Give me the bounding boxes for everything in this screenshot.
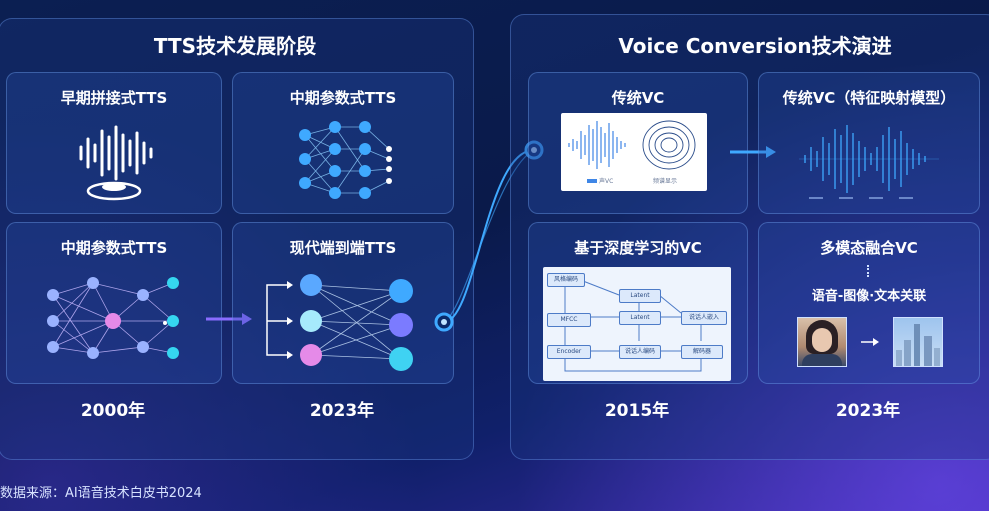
card-title: 早期拼接式TTS [60,89,168,107]
building [934,348,940,366]
vc-card-multimodal: 多模态融合VC 语音-图像·文本关联 [758,222,980,384]
data-source-note: 数据来源：AI语音技术白皮书2024 [0,486,202,501]
card-title: 传统VC [611,89,665,107]
waveform-plot [568,120,696,170]
diagram-box: 说话人嵌入 [681,311,727,325]
vc-section-title: Voice Conversion技术演进 [618,34,892,58]
dotted-connector [867,265,869,277]
diagram-box: MFCC [547,313,591,327]
waveform-image: 声VC 频谱显示 [561,113,707,191]
multimodal-subtitle: 语音-图像·文本关联 [811,289,927,304]
legend-swatch [587,179,597,183]
diagram-box: Latent [619,311,661,325]
diagram-box: 说话人编码 [619,345,661,359]
neural-network-icon [47,277,179,359]
vc-panel [510,14,989,460]
year-label: 2000年 [80,401,146,421]
diagram-box: Encoder [547,345,591,359]
tts-section-title: TTS技术发展阶段 [153,34,317,58]
year-label: 2023年 [309,401,375,421]
diagram-box: 风格编码 [547,273,585,287]
waveform-speaker-icon [79,125,153,201]
building [896,350,902,366]
card-title: 中期参数式TTS [289,89,397,107]
spectrum-waveform [799,125,939,199]
building [914,324,920,366]
legend-label: 频谱显示 [653,178,678,185]
portrait-image [797,317,847,367]
arrow-right-icon [730,146,776,158]
tts-card-parametric-top: 中期参数式TTS [232,72,454,214]
tts-card-parametric-bottom: 中期参数式TTS [6,222,222,384]
card-title: 多模态融合VC [820,239,918,257]
arrow-right-icon [861,338,879,346]
end-to-end-network-icon [266,274,413,371]
vc-card-feature-mapping: 传统VC（特征映射模型） [758,72,980,214]
card-title: 基于深度学习的VC [574,239,702,257]
vc-card-deep-learning: 基于深度学习的VC 风格编码 Latent MFCC Latent 说话人嵌入 … [528,222,748,384]
card-title: 现代端到端TTS [289,239,397,257]
card-title: 中期参数式TTS [60,239,168,257]
tts-card-concatenative: 早期拼接式TTS [6,72,222,214]
timeline-connector [434,140,544,332]
portrait-face [812,328,832,352]
legend-label: 声VC [599,178,614,185]
vc-card-traditional: 传统VC 声VC 频谱显示 [528,72,748,214]
year-label: 2015年 [604,401,670,421]
diagram-box: Latent [619,289,661,303]
cityscape-image [893,317,943,367]
diagram-connectors [564,280,702,372]
neural-network-icon [299,121,392,199]
building [924,336,932,366]
portrait-body [802,354,842,366]
tts-panel [0,18,474,460]
architecture-diagram: 风格编码 Latent MFCC Latent 说话人嵌入 Encoder 说话… [543,267,731,381]
year-label: 2023年 [835,401,901,421]
diagram-box: 解码器 [681,345,723,359]
tts-card-end-to-end: 现代端到端TTS [232,222,454,384]
card-title: 传统VC（特征映射模型） [782,89,956,107]
building [904,340,911,366]
arrow-right-icon [206,313,252,325]
